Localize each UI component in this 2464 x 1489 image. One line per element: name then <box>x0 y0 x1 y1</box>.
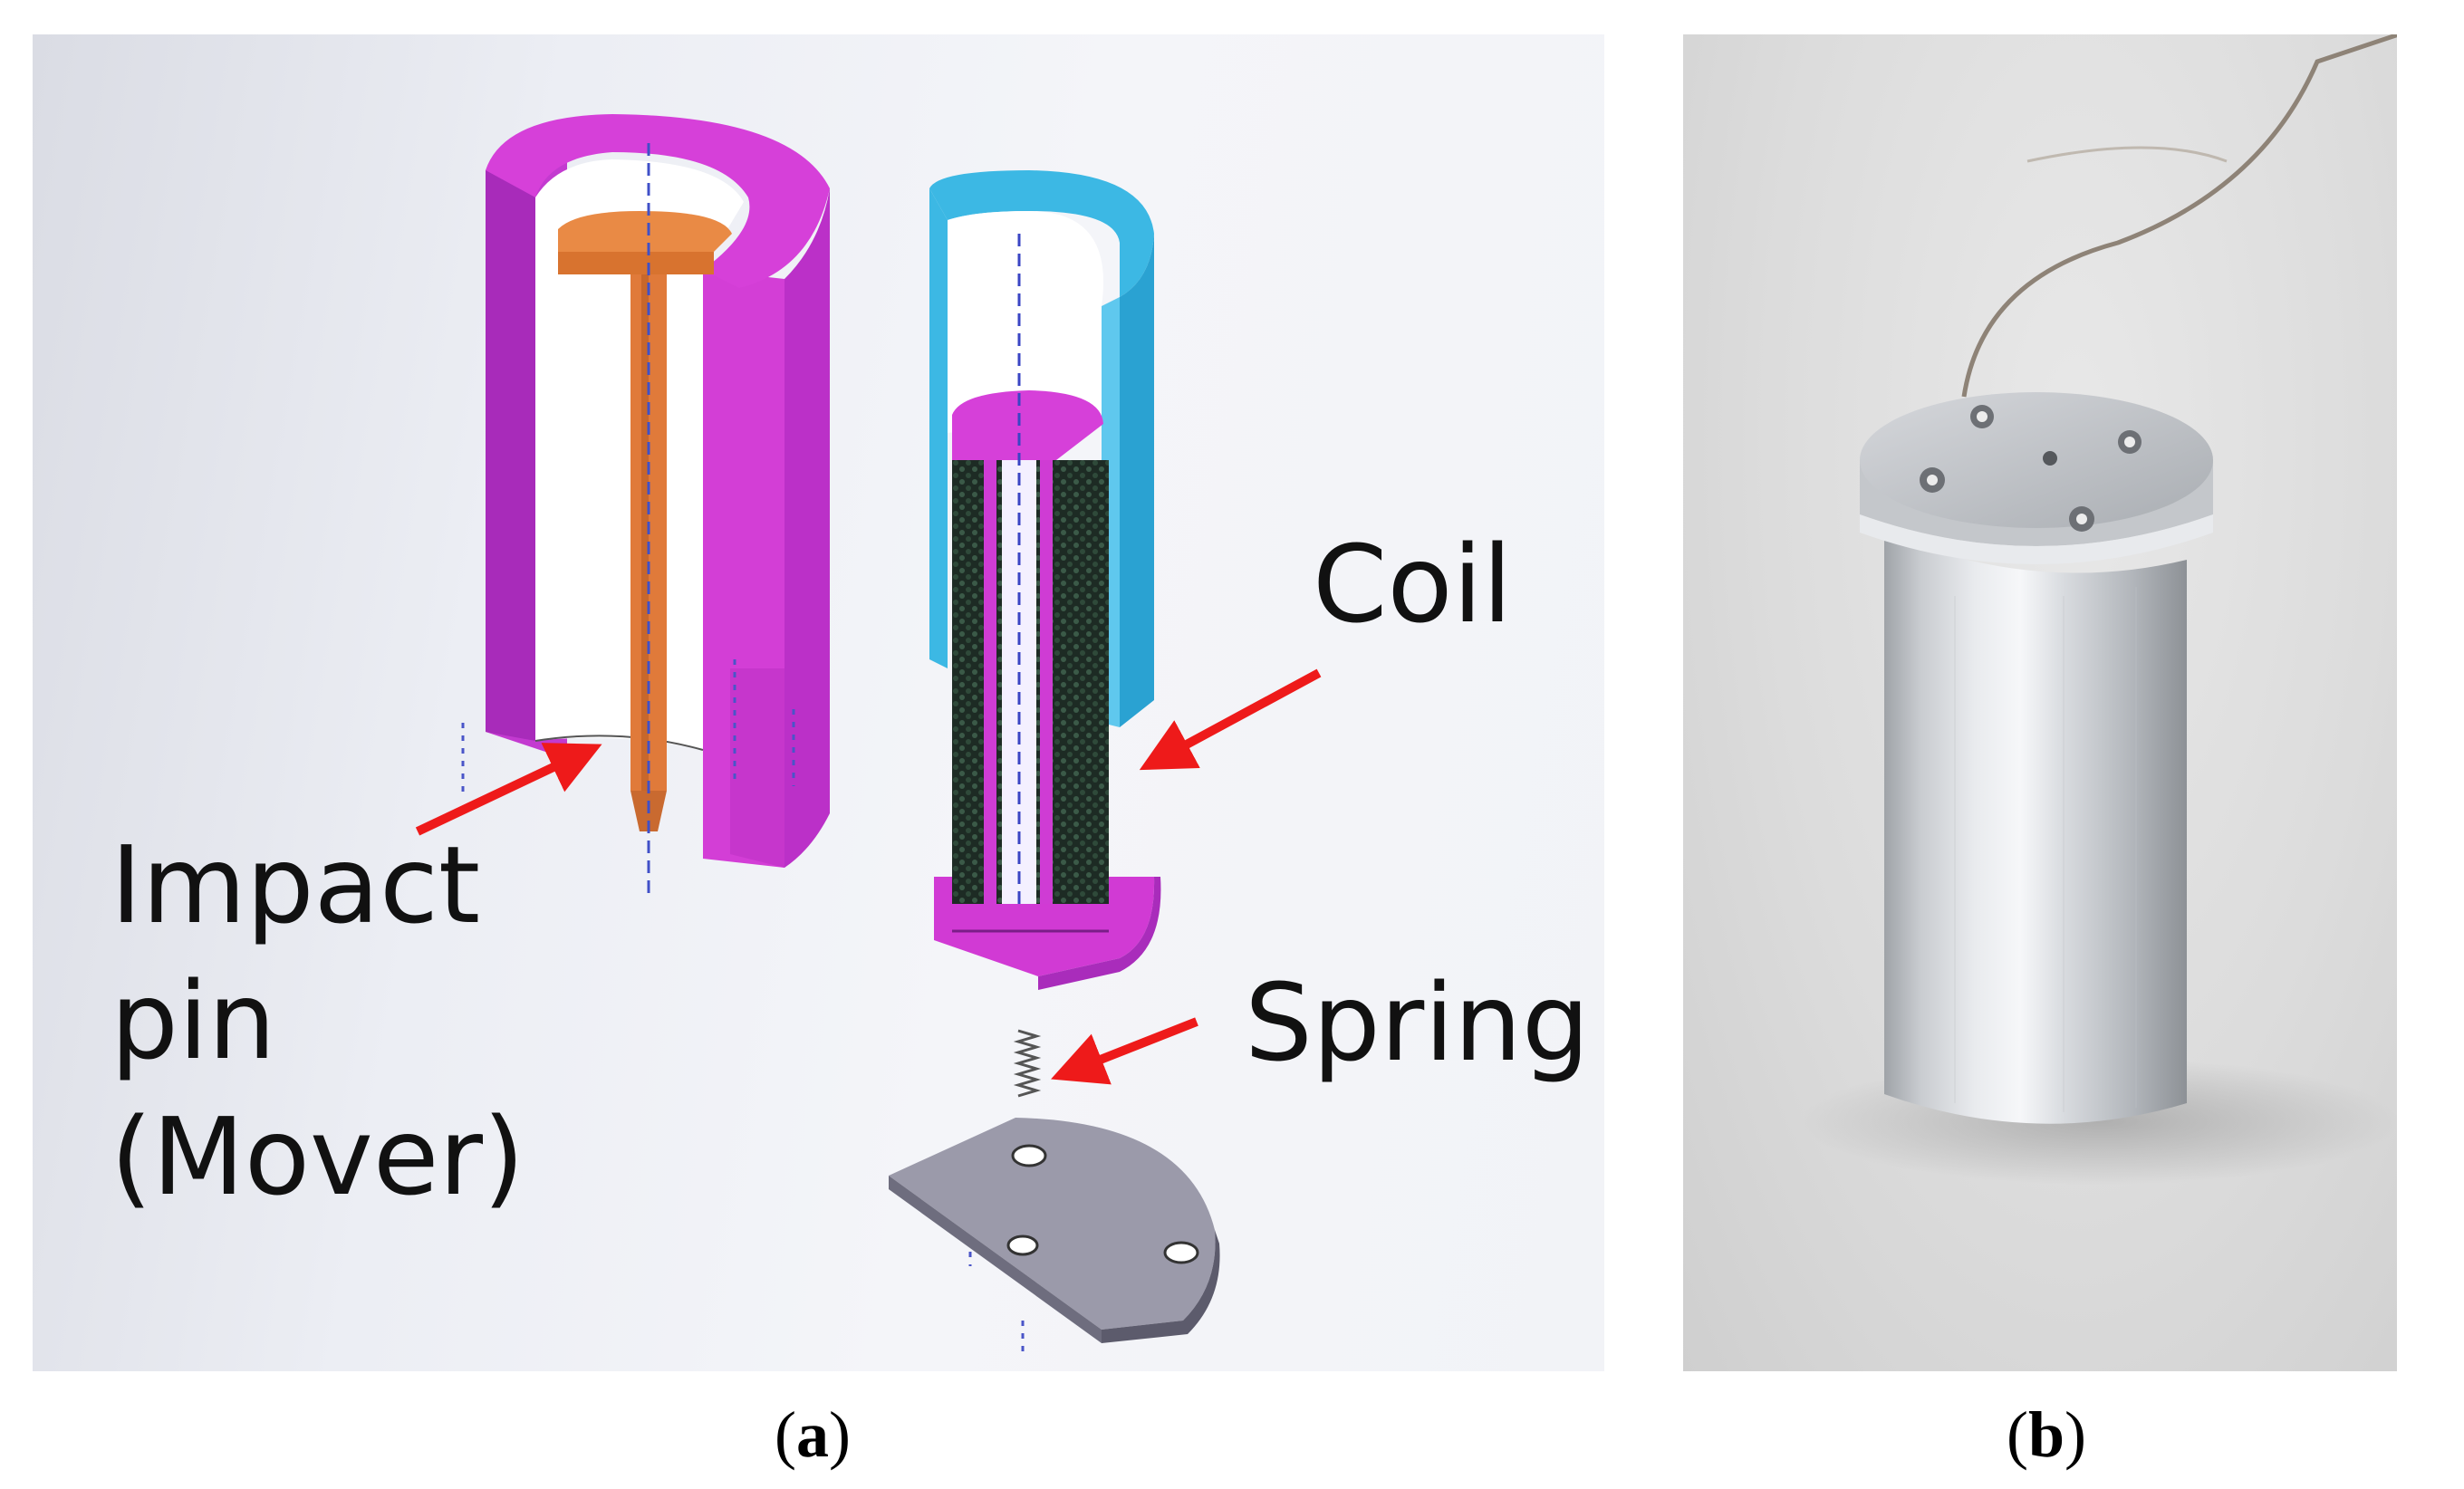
impact-pin-part <box>630 143 667 895</box>
caption-b: (b) <box>2007 1398 2087 1471</box>
caption-a-letter: a <box>795 1398 829 1471</box>
impact-pin-label-line1: Impact <box>111 822 481 947</box>
caption-b-letter: b <box>2027 1398 2065 1471</box>
impact-pin-label-line2: pin <box>111 958 276 1083</box>
cad-diagram <box>415 114 1322 1357</box>
lead-wire <box>1961 34 2397 398</box>
base-plate-part <box>889 1118 1220 1343</box>
spring-part <box>1013 1029 1042 1098</box>
caption-a: (a) <box>775 1398 851 1471</box>
coil-assembly <box>929 170 1161 990</box>
spring-arrow <box>1051 1017 1198 1085</box>
impact-pin-label-line3: (Mover) <box>111 1094 525 1219</box>
cad-diagram-panel: Coil Spring Impact pin (Mover) <box>33 34 1604 1371</box>
spring-label: Spring <box>1245 960 1590 1085</box>
annotation-arrows <box>415 668 1322 1085</box>
center-hole <box>2043 451 2057 466</box>
impact-pin-arrow <box>415 743 602 836</box>
product-photo <box>1801 34 2397 1185</box>
cylinder-top-cap <box>1860 392 2213 528</box>
product-photo-panel <box>1683 34 2397 1371</box>
coil-label: Coil <box>1313 522 1513 647</box>
cylinder-body <box>1884 533 2187 1124</box>
impact-pin-label: Impact pin (Mover) <box>111 831 654 1248</box>
coil-arrow <box>1139 668 1322 771</box>
